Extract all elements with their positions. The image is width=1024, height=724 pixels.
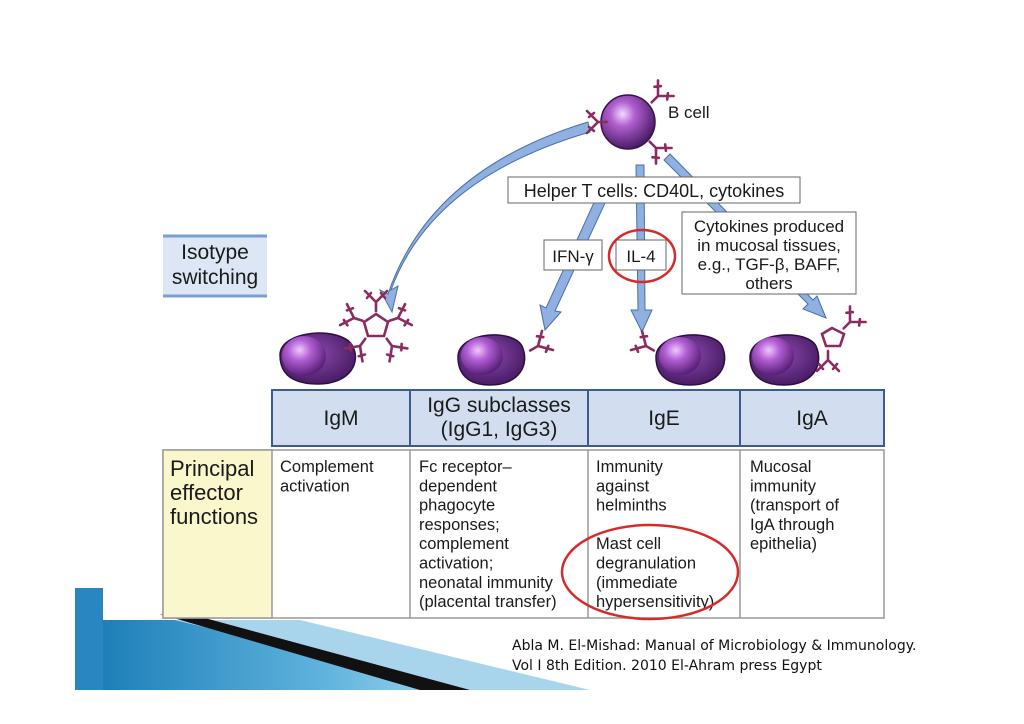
mucosal-line-4: others [745, 274, 792, 293]
isotype-line-2: switching [172, 266, 258, 289]
principal-line-3: functions [170, 504, 258, 529]
igm-pentamer-icon [338, 289, 414, 363]
il4-label: IL-4 [626, 247, 655, 266]
isotype-igm: IgM [323, 407, 358, 430]
function-igm-line: activation [280, 477, 350, 495]
ifn-gamma-label: IFN-γ [552, 247, 594, 266]
function-ige-line: degranulation [596, 555, 696, 573]
function-ige-line: hypersensitivity) [596, 593, 714, 611]
function-ige-line: helminths [596, 497, 667, 515]
mucosal-line-3: e.g., TGF-β, BAFF, [698, 255, 841, 274]
il4-label-box: IL-4 [607, 228, 677, 284]
isotype-igg-line-1: IgG subclasses [427, 394, 571, 417]
helper-t-label-box: Helper T cells: CD40L, cytokines [507, 176, 801, 204]
mucosal-cytokines-box: Cytokines produced in mucosal tissues, e… [681, 211, 857, 295]
function-iga-line: epithelia) [750, 535, 817, 553]
b-cell: B cell [585, 79, 710, 165]
plasma-cell-iga [749, 305, 867, 386]
citation-line-2: Vol I 8th Edition. 2010 El-Ahram press E… [512, 658, 822, 674]
function-igg-line: Fc receptor– [419, 458, 512, 476]
function-igg-line: dependent [419, 477, 497, 495]
helper-t-label: Helper T cells: CD40L, cytokines [524, 181, 784, 201]
isotype-switching-box: Isotype switching [163, 234, 267, 298]
function-iga-line: immunity [750, 477, 817, 495]
function-ige-line: (immediate [596, 574, 678, 592]
decorative-banner [75, 588, 590, 690]
plasma-cell-ige [629, 329, 726, 386]
function-igg-line: activation; [419, 555, 493, 573]
mast-cell-highlight-circle [560, 523, 740, 621]
function-iga-line: IgA through [750, 516, 834, 534]
function-igm-line: Complement [280, 458, 374, 476]
isotype-header-row: IgM IgG subclasses (IgG1, IgG3) IgE IgA [271, 389, 885, 447]
plasma-cell-igg [457, 329, 555, 386]
function-igg-line: neonatal immunity [419, 574, 554, 592]
function-igg-line: responses; [419, 516, 500, 534]
function-iga-line: (transport of [750, 497, 839, 515]
effector-functions-table: Principal effector functions Complementa… [162, 449, 885, 621]
mucosal-line-2: in mucosal tissues, [697, 236, 841, 255]
b-cell-label: B cell [668, 103, 710, 122]
citation-line-1: Abla M. El-Mishad: Manual of Microbiolog… [512, 638, 917, 654]
mucosal-line-1: Cytokines produced [694, 217, 844, 236]
function-iga-line: Mucosal [750, 458, 811, 476]
isotype-igg-line-2: (IgG1, IgG3) [441, 418, 558, 441]
principal-line-1: Principal [170, 456, 254, 481]
isotype-line-1: Isotype [181, 241, 249, 264]
isotype-ige: IgE [648, 407, 680, 430]
function-igg-line: complement [419, 535, 509, 553]
function-ige-line: Mast cell [596, 535, 661, 553]
ifn-gamma-label-box: IFN-γ [543, 239, 603, 271]
function-ige-line: Immunity [596, 458, 664, 476]
iga-dimer-icon [815, 305, 867, 373]
ige-antibody-icon [629, 329, 661, 362]
function-igg-line: phagocyte [419, 497, 495, 515]
function-igg: Fc receptor–dependent phagocyteresponses;… [419, 458, 557, 611]
principal-line-2: effector [170, 480, 243, 505]
igg-antibody-icon [523, 329, 555, 362]
plasma-cell-igm [279, 289, 414, 385]
il4-highlight-circle [607, 228, 677, 284]
function-ige-line: against [596, 477, 650, 495]
citation: Abla M. El-Mishad: Manual of Microbiolog… [512, 636, 916, 676]
function-igg-line: (placental transfer) [419, 593, 557, 611]
isotype-iga: IgA [796, 407, 828, 430]
